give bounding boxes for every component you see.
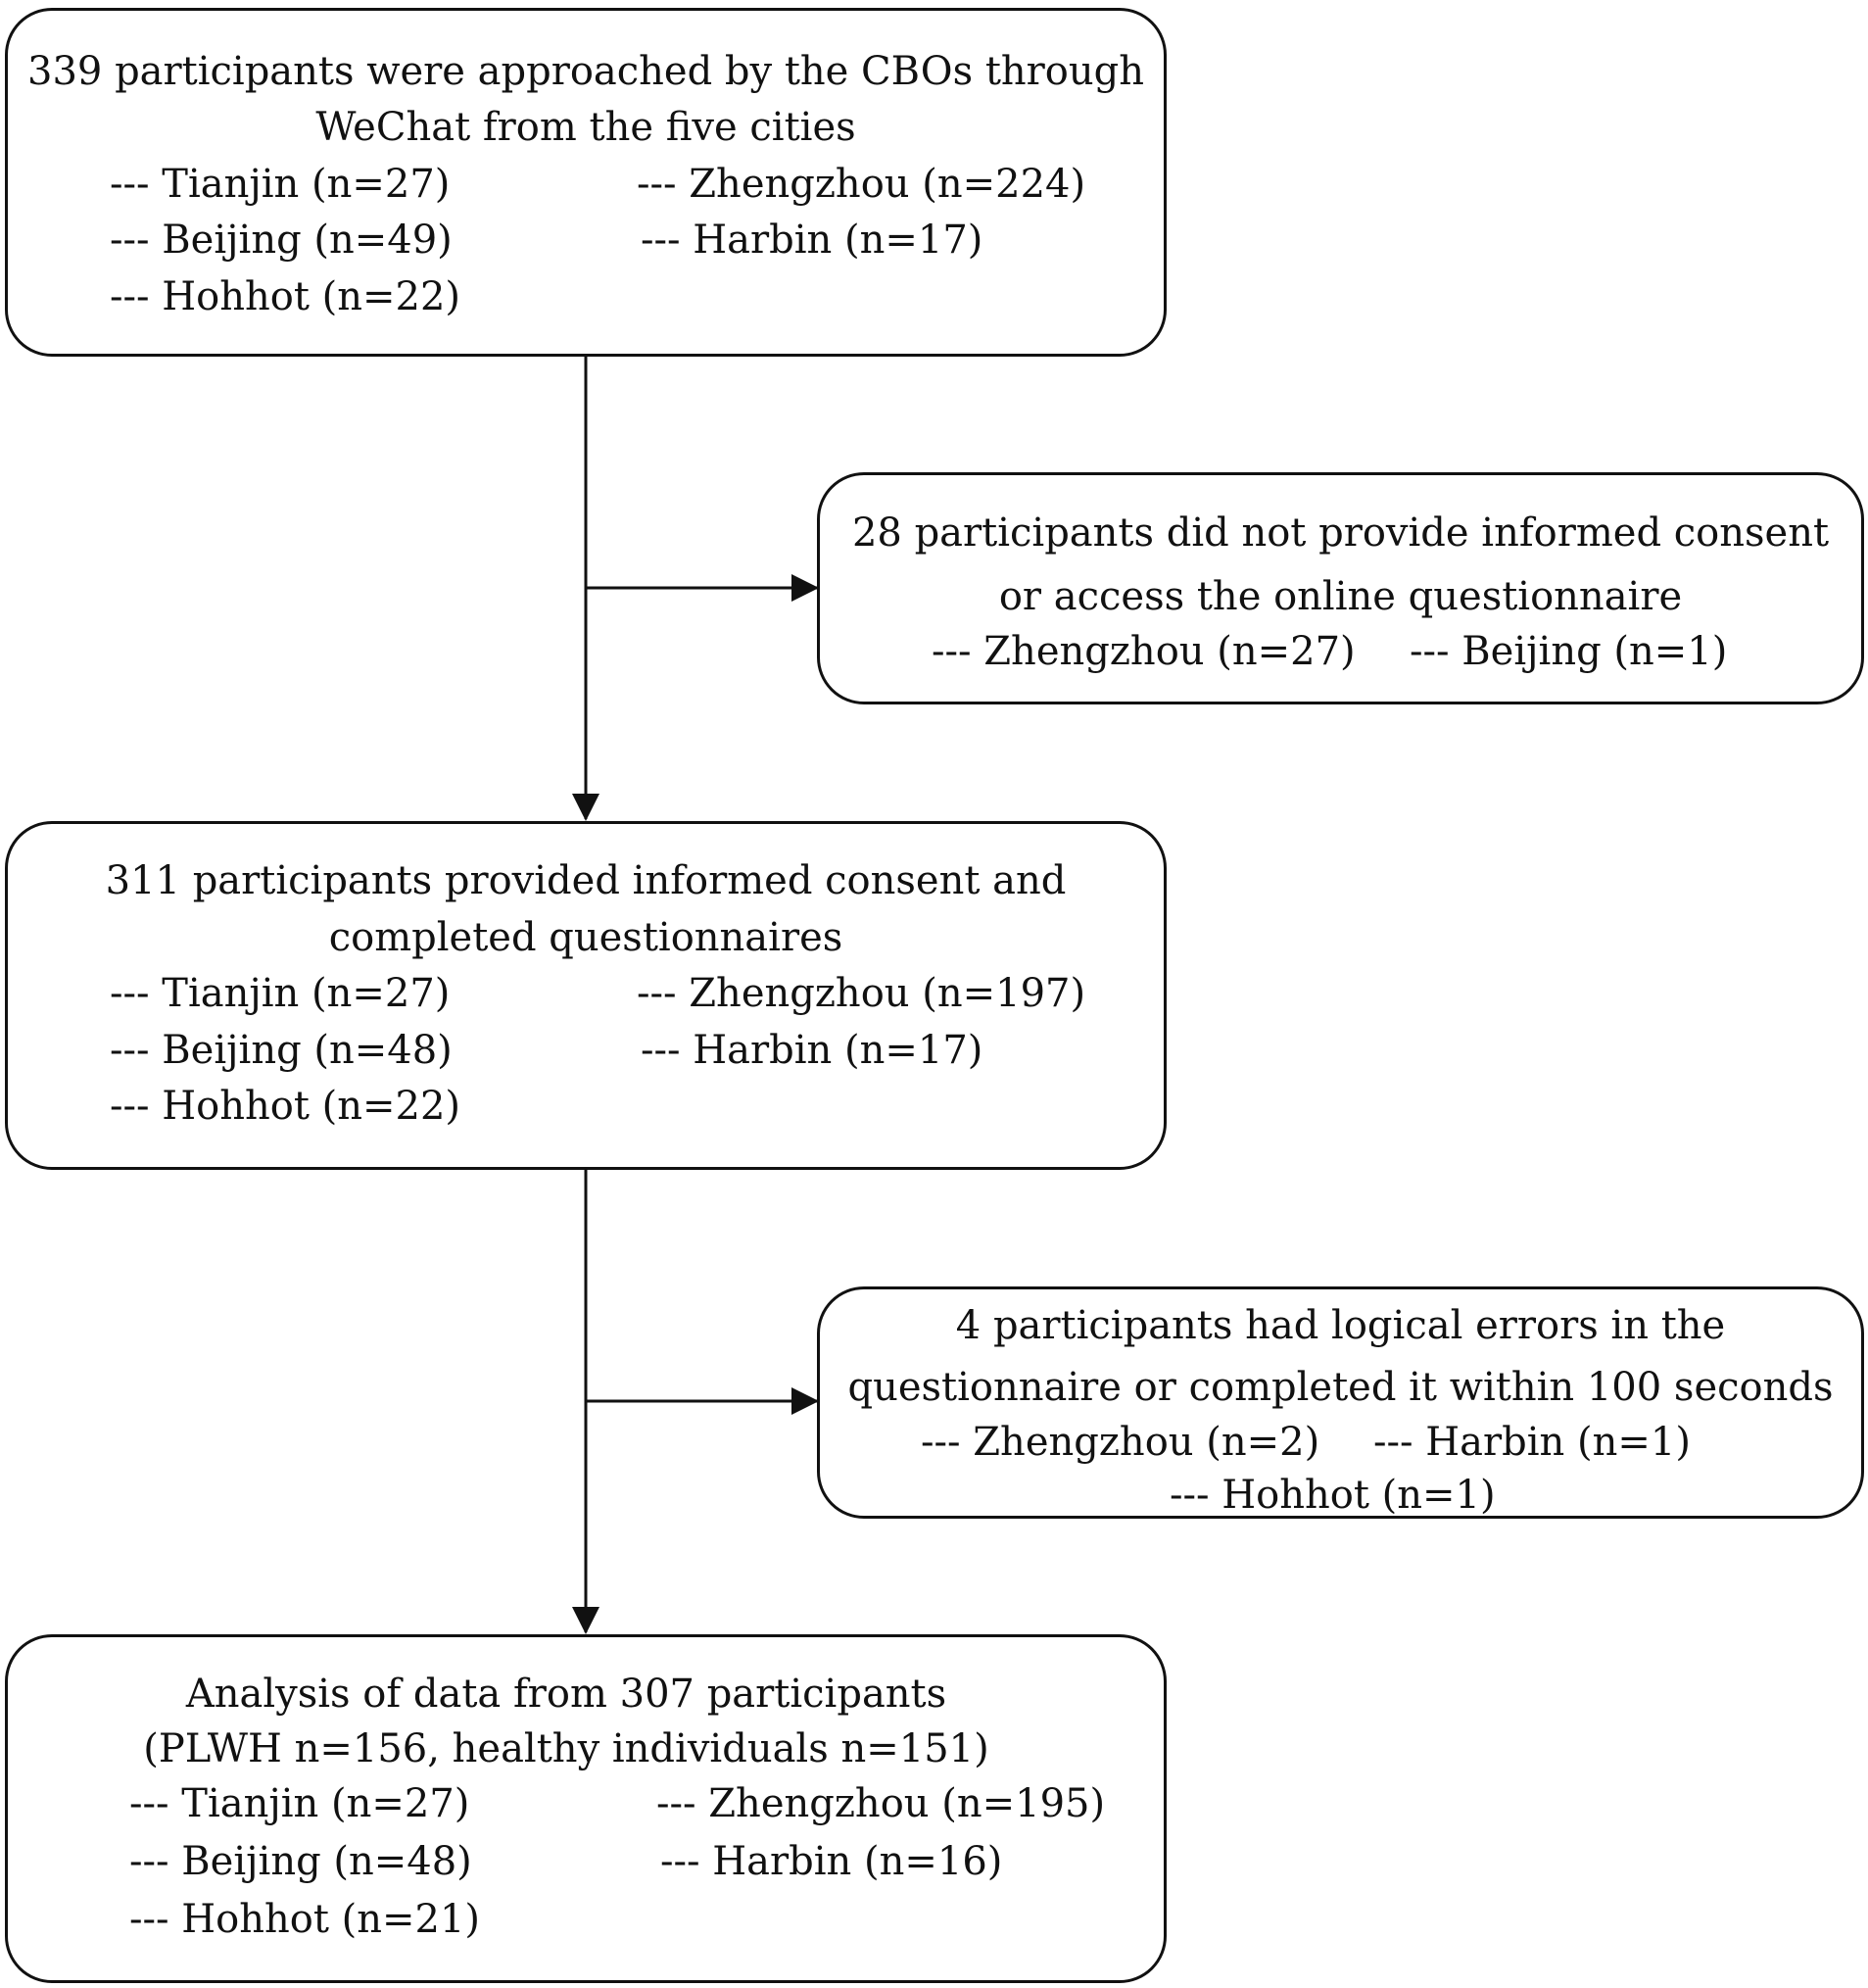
- city-item: --- Zhengzhou (n=197): [637, 971, 1086, 1016]
- recruitment-box: 339 participants were approached by the …: [5, 8, 1167, 357]
- city-item: --- Zhengzhou (n=195): [656, 1781, 1106, 1826]
- city-item: --- Zhengzhou (n=27): [932, 629, 1356, 674]
- city-item: --- Tianjin (n=27): [129, 1781, 470, 1826]
- city-item: --- Tianjin (n=27): [110, 162, 451, 207]
- city-item: --- Beijing (n=48): [129, 1839, 472, 1884]
- exclusion1-title-line1: 28 participants did not provide informed…: [851, 510, 1830, 556]
- exclusion2-title-line1: 4 participants had logical errors in the: [955, 1303, 1726, 1348]
- exclusion2-title-line2: questionnaire or completed it within 100…: [847, 1365, 1834, 1410]
- city-item: --- Hohhot (n=1): [1170, 1473, 1496, 1518]
- city-item: --- Hohhot (n=22): [110, 1084, 461, 1129]
- exclusion1-title-line2: or access the online questionnaire: [998, 574, 1683, 619]
- city-item: --- Beijing (n=49): [110, 218, 453, 263]
- city-item: --- Beijing (n=48): [110, 1028, 453, 1073]
- recruitment-title-line1: 339 participants were approached by the …: [27, 49, 1144, 94]
- analysis-title-line2: (PLWH n=156, healthy individuals n=151): [143, 1726, 989, 1771]
- exclusion-errors-box: 4 participants had logical errors in the…: [817, 1286, 1864, 1519]
- city-item: --- Harbin (n=1): [1373, 1420, 1691, 1465]
- consent-title-line2: completed questionnaires: [328, 915, 843, 960]
- city-item: --- Zhengzhou (n=224): [637, 162, 1086, 207]
- city-item: --- Hohhot (n=22): [110, 274, 461, 319]
- city-item: --- Zhengzhou (n=2): [921, 1420, 1320, 1465]
- consent-completed-box: 311 participants provided informed conse…: [5, 821, 1167, 1170]
- exclusion-consent-box: 28 participants did not provide informed…: [817, 472, 1864, 704]
- city-item: --- Tianjin (n=27): [110, 971, 451, 1016]
- city-item: --- Harbin (n=16): [660, 1839, 1003, 1884]
- city-item: --- Harbin (n=17): [641, 1028, 983, 1073]
- recruitment-title-line2: WeChat from the five cities: [315, 105, 856, 150]
- city-item: --- Harbin (n=17): [641, 218, 983, 263]
- city-item: --- Hohhot (n=21): [129, 1897, 481, 1942]
- analysis-box: Analysis of data from 307 participants (…: [5, 1634, 1167, 1983]
- consent-title-line1: 311 participants provided informed conse…: [105, 858, 1067, 903]
- city-item: --- Beijing (n=1): [1410, 629, 1728, 674]
- analysis-title-line1: Analysis of data from 307 participants: [185, 1672, 947, 1717]
